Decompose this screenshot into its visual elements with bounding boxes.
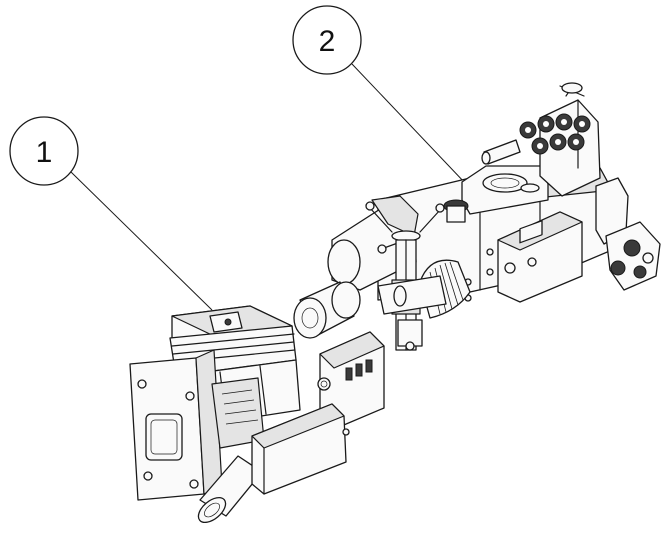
feed-roller-cluster (519, 113, 591, 155)
callout-1: 1 (9, 116, 213, 311)
reel-cylinder (293, 281, 361, 339)
callout-2-circle (292, 5, 362, 75)
callout-2: 2 (292, 5, 467, 185)
callout-1-circle (9, 116, 79, 186)
top-handwheel (365, 201, 445, 254)
carriage-control-box (497, 211, 583, 303)
rear-carriage-assembly (377, 82, 661, 319)
front-mounting-plate (129, 349, 223, 501)
right-bracket-assembly (595, 177, 661, 291)
lower-enclosure (251, 403, 350, 495)
callout-2-label: 2 (319, 25, 336, 58)
torch-nozzle (197, 455, 263, 524)
callout-2-leader (351, 63, 467, 185)
front-head-assembly (129, 281, 385, 524)
rear-star-handle (559, 82, 585, 97)
vertical-slide-mast (327, 195, 447, 351)
callout-1-leader (70, 171, 213, 311)
head-control-box (317, 331, 385, 431)
callout-1-label: 1 (36, 136, 53, 169)
